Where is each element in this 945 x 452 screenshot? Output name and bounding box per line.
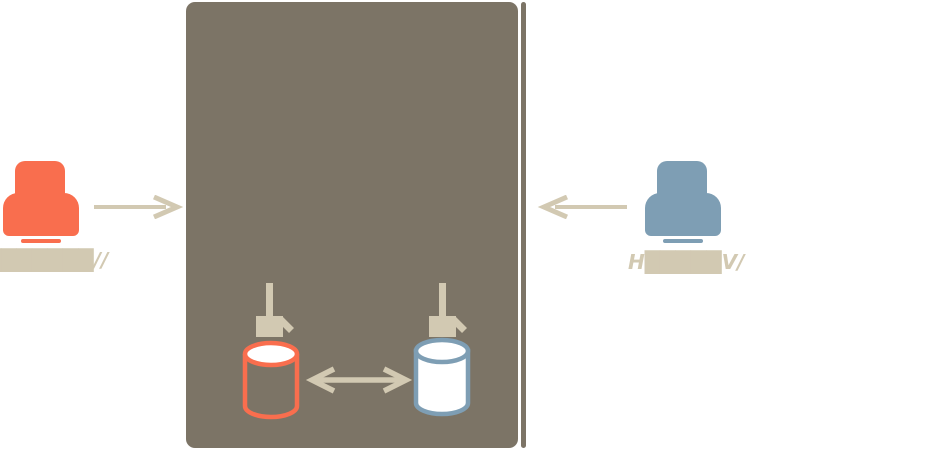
arrow-stem: [439, 283, 446, 319]
arrow-stem: [266, 283, 273, 319]
arrow-head: [429, 316, 456, 337]
down-arrow-right-icon: [424, 283, 468, 339]
arrow-right-user-to-box-icon: [537, 195, 627, 219]
down-arrow-left-icon: [251, 283, 295, 339]
right-user-label: H█████V/: [628, 250, 745, 274]
left-user-icon: [3, 161, 79, 243]
stacked-box-edge: [521, 2, 526, 448]
person-base: [21, 239, 61, 243]
left-user-label: ███████//: [0, 248, 109, 272]
right-user-icon: [645, 161, 721, 243]
sync-arrow-icon: [305, 366, 413, 394]
person-shoulders: [3, 193, 79, 236]
database-blue-icon: [413, 337, 471, 417]
arrow-left-user-to-box-icon: [94, 195, 184, 219]
database-orange-icon: [242, 340, 300, 420]
arrow-head: [256, 316, 283, 337]
person-shoulders: [645, 193, 721, 236]
person-base: [663, 239, 703, 243]
